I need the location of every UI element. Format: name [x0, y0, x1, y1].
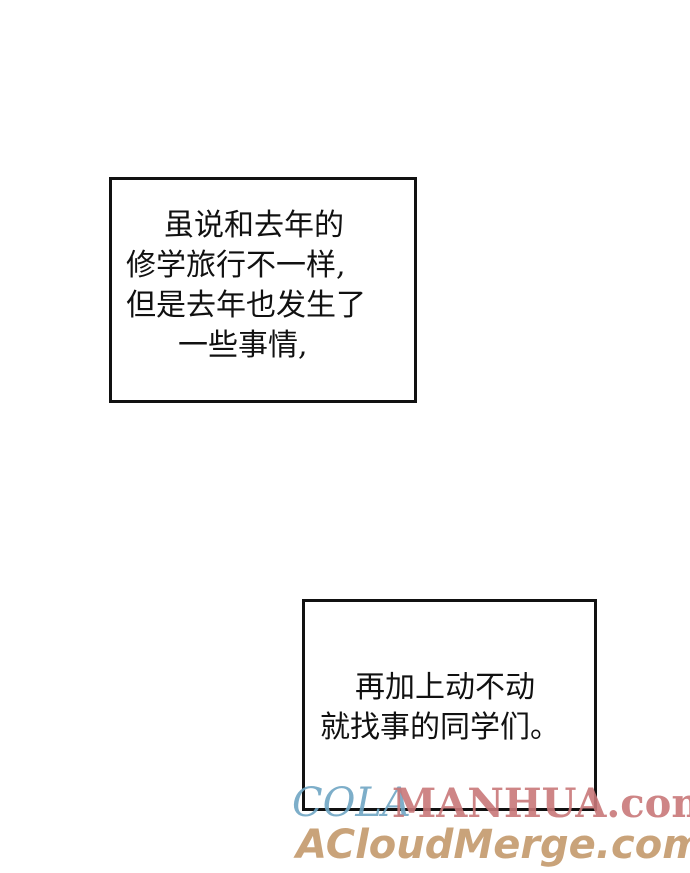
caption-line: 就找事的同学们。 [320, 710, 560, 745]
caption-line: 再加上动不动 [355, 670, 535, 705]
watermark-manhua: MANHUA.com [392, 780, 690, 827]
caption-box-1: 虽说和去年的 修学旅行不一样, 但是去年也发生了 一些事情, [109, 177, 417, 403]
caption-box-2: 再加上动不动 就找事的同学们。 [302, 599, 597, 811]
caption-line: 但是去年也发生了 [126, 288, 366, 323]
caption-line: 虽说和去年的 [164, 208, 344, 243]
caption-line: 修学旅行不一样, [126, 248, 346, 283]
watermark-cola: COLA [292, 780, 411, 826]
caption-line: 一些事情, [178, 328, 308, 363]
watermark-acloudmerge: ACloudMerge.com [296, 822, 690, 868]
